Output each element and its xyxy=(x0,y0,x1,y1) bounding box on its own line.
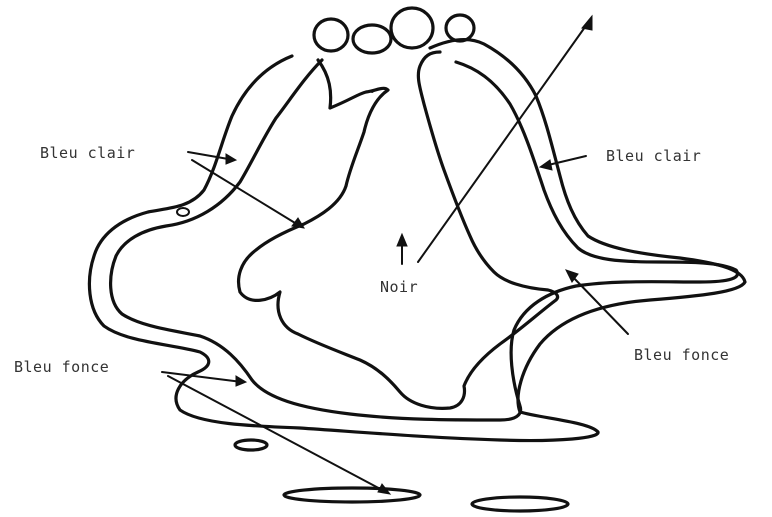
arrow-bleu-fonce-left-2 xyxy=(168,376,386,492)
label-bleu-clair-left: Bleu clair xyxy=(40,144,135,162)
label-bleu-fonce-left: Bleu fonce xyxy=(14,358,109,376)
bottom-oval-left xyxy=(284,488,420,502)
top-circle-3 xyxy=(391,8,433,48)
top-circle-1 xyxy=(314,19,348,51)
bottom-oval-right xyxy=(472,497,568,511)
bottom-ovals xyxy=(235,440,568,511)
middle-contour xyxy=(111,60,738,420)
label-noir: Noir xyxy=(380,278,418,296)
arrowhead-noir-long xyxy=(582,16,592,30)
top-circles xyxy=(314,8,474,53)
outer-contour xyxy=(89,40,745,441)
label-bleu-clair-right: Bleu clair xyxy=(606,147,701,165)
top-circle-4 xyxy=(446,15,474,41)
arrowhead-bleu-clair-left-1 xyxy=(226,154,236,164)
top-circle-2 xyxy=(353,25,391,53)
arrowhead-noir-short xyxy=(397,234,407,246)
arrowhead-bleu-fonce-left-1 xyxy=(236,376,246,386)
small-oval-marker xyxy=(177,208,189,216)
arrowhead-bleu-clair-right xyxy=(540,160,552,170)
arrow-bleu-fonce-left-1 xyxy=(162,372,242,382)
bottom-oval-small xyxy=(235,440,267,450)
label-bleu-fonce-right: Bleu fonce xyxy=(634,346,729,364)
